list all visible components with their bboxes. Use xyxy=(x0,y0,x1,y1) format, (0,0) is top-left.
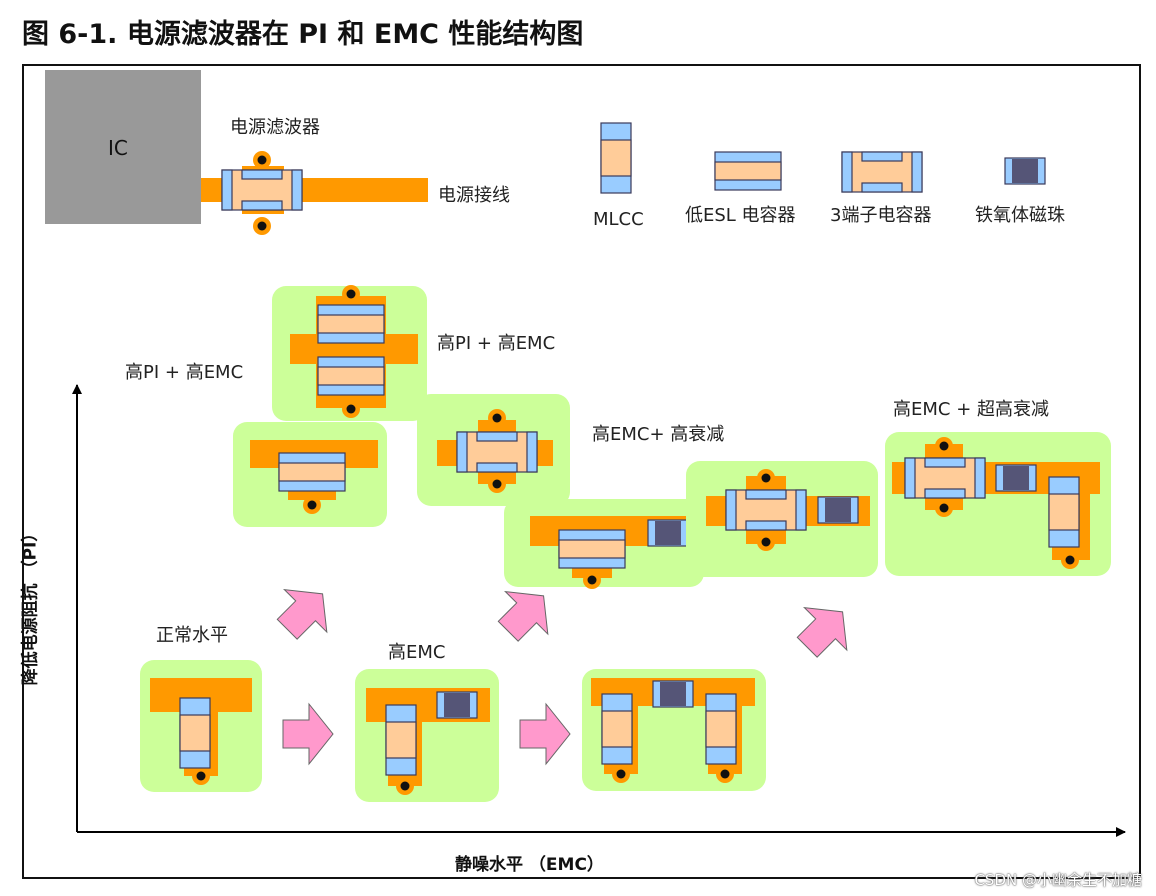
level-high-emc-atten-label: 高EMC+ 高衰减 xyxy=(592,424,725,445)
legend-3terminal-symbol xyxy=(841,151,923,193)
arrow-high-emc-to-dual xyxy=(519,703,571,765)
config-double-low-esl xyxy=(272,285,427,421)
arrow-normal-to-low-esl xyxy=(265,572,345,651)
low-esl-label: 低ESL 电容器 xyxy=(685,205,796,226)
config-dual-mlcc-ferrite xyxy=(582,669,766,791)
mlcc-label: MLCC xyxy=(593,209,644,230)
config-low-esl-ferrite xyxy=(504,499,704,589)
config-3terminal-ferrite-mlcc xyxy=(885,432,1111,576)
level-normal-label: 正常水平 xyxy=(156,625,228,646)
three-terminal-label: 3端子电容器 xyxy=(830,205,932,226)
ic-label: IC xyxy=(108,136,128,160)
y-axis-label: 降低电源阻抗 （PI） xyxy=(20,524,41,686)
watermark: CSDN @小幽余生不加糖 xyxy=(974,871,1142,889)
figure-title: 图 6-1. 电源滤波器在 PI 和 EMC 性能结构图 xyxy=(22,19,584,50)
legend-mlcc-symbol xyxy=(600,122,632,194)
config-normal xyxy=(140,660,262,792)
config-3terminal-ferrite xyxy=(686,461,878,577)
ic-block xyxy=(45,70,201,224)
power-line-label: 电源接线 xyxy=(438,185,510,206)
config-low-esl xyxy=(233,422,387,527)
ferrite-label: 铁氧体磁珠 xyxy=(975,205,1065,226)
level-high-pi-emc-left-label: 高PI + 高EMC xyxy=(125,362,244,383)
config-high-emc xyxy=(355,669,499,802)
level-high-pi-emc-right-label: 高PI + 高EMC xyxy=(437,333,556,354)
figure-frame xyxy=(22,64,1141,879)
arrow-dual-to-3terminal-ferrite-mlcc xyxy=(785,590,865,669)
config-3terminal xyxy=(417,394,570,506)
level-high-emc-ultra-label: 高EMC + 超高衰减 xyxy=(893,399,1049,420)
filter-label: 电源滤波器 xyxy=(230,117,320,138)
legend-ferrite-symbol xyxy=(1004,157,1046,185)
legend-low-esl-symbol xyxy=(714,151,782,191)
level-high-emc-label: 高EMC xyxy=(388,642,446,663)
x-axis-label: 静噪水平 （EMC） xyxy=(455,855,604,875)
arrow-normal-to-high-emc xyxy=(282,703,334,765)
legend-filter-symbol xyxy=(221,151,303,235)
